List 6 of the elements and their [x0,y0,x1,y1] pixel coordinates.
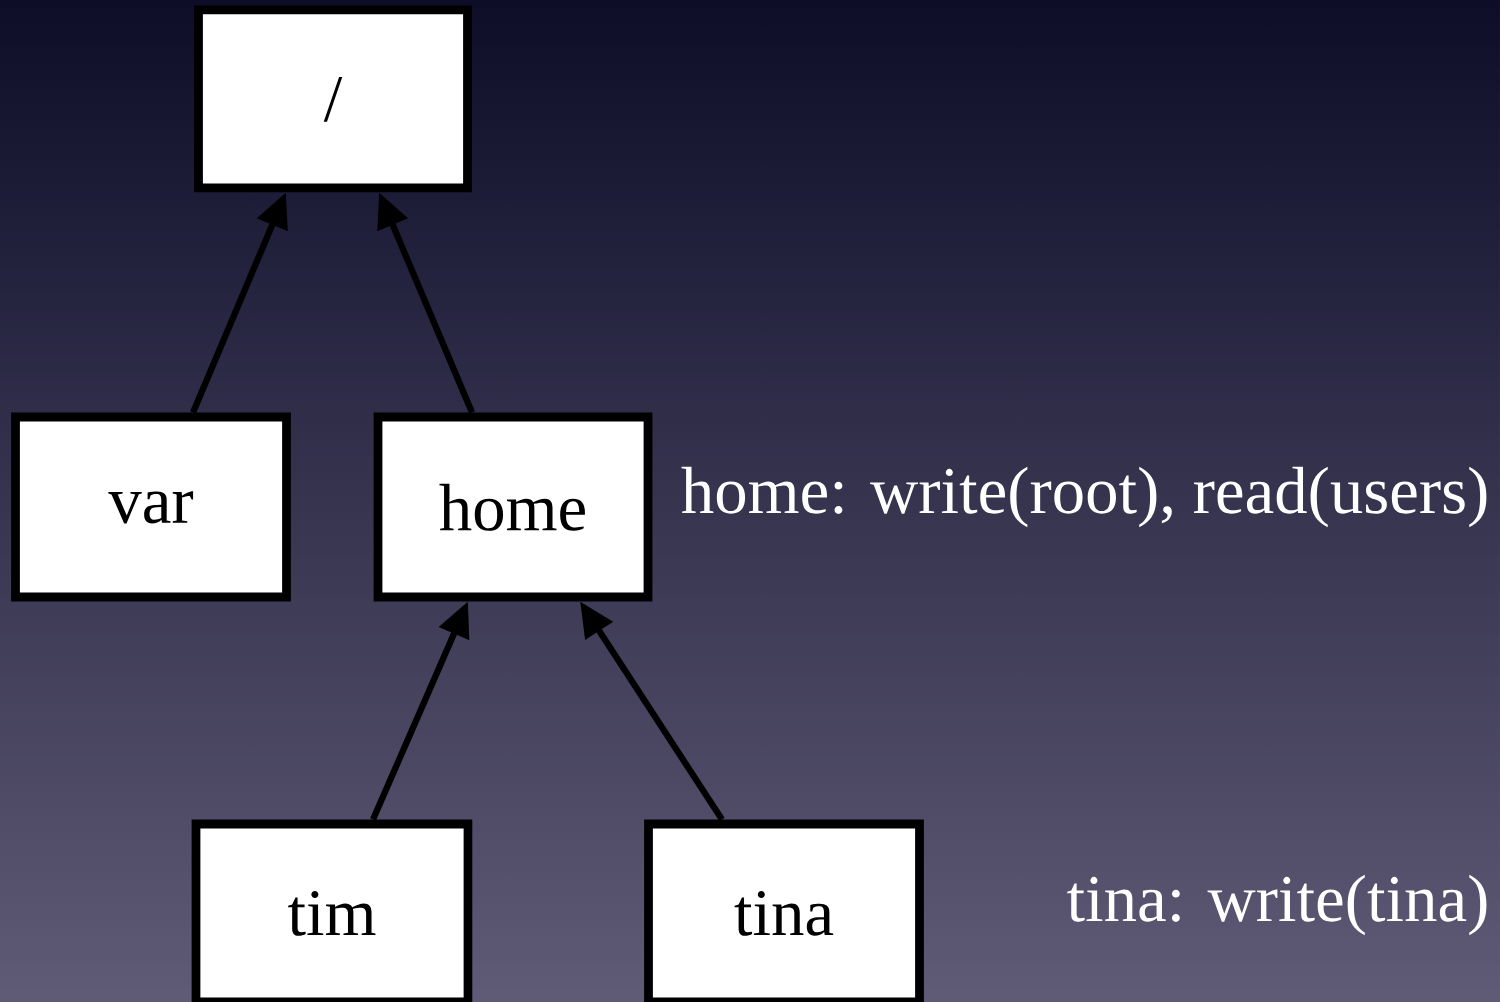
folder-box: var [11,412,291,602]
permission-note: tina: write(tina) [1067,874,1487,936]
folder-box: tim [191,819,473,1002]
folder-box: tina [644,819,924,1002]
folder-box: home [373,412,653,602]
folder-box: / [194,5,472,193]
